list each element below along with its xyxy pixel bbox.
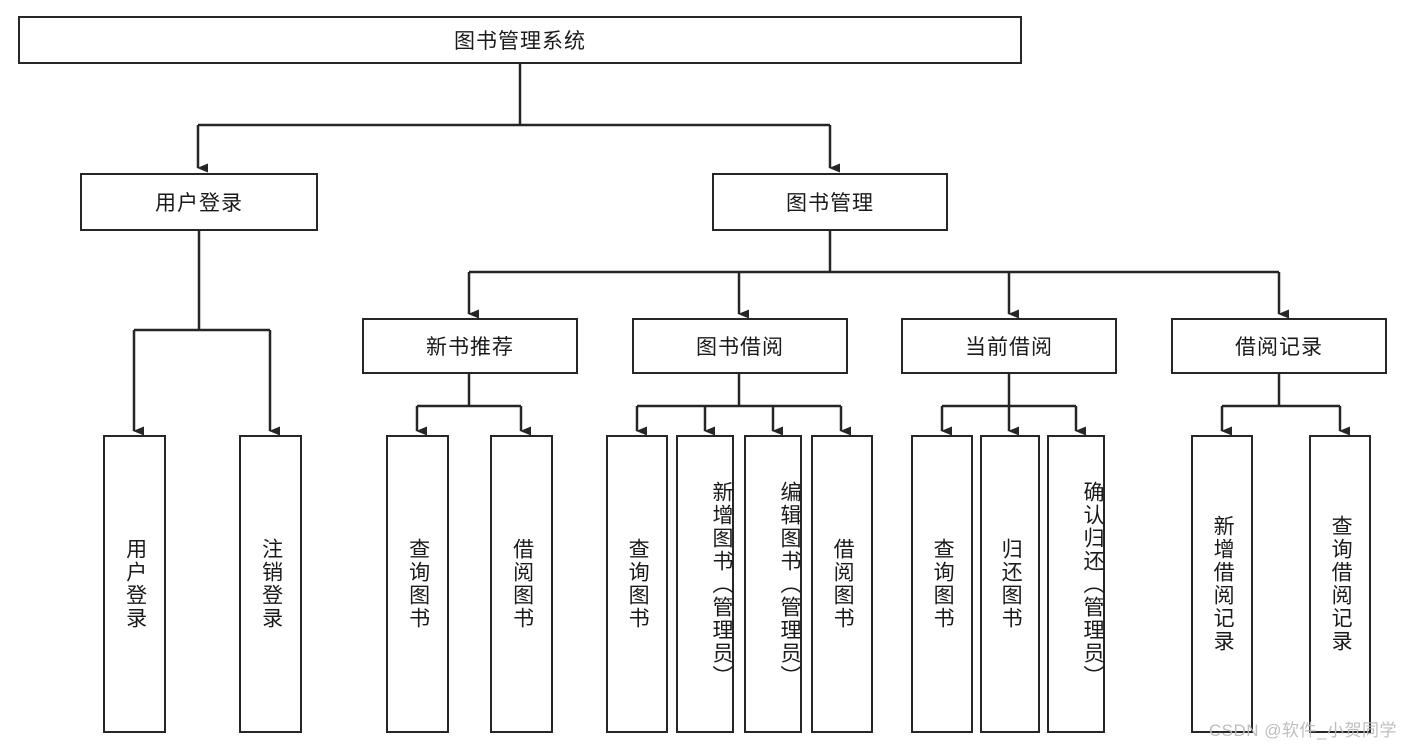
node-label: 当前借阅	[965, 336, 1053, 359]
leaf-borrow-book-recommend[interactable]: 借阅图书	[490, 435, 553, 733]
watermark: CSDN @软件_小贺同学	[1208, 721, 1397, 740]
leaf-query-book-current[interactable]: 查询图书	[911, 435, 973, 733]
node-label: 归还图书	[999, 538, 1023, 630]
node-label: 用户登录	[155, 192, 243, 215]
node-label: 新书推荐	[426, 336, 514, 359]
leaf-query-book-borrow[interactable]: 查询图书	[606, 435, 668, 733]
node-book-borrow[interactable]: 图书借阅	[632, 318, 848, 374]
leaf-borrow-book[interactable]: 借阅图书	[811, 435, 873, 733]
node-label: 新增借阅记录	[1211, 515, 1235, 653]
node-label: 查询图书	[931, 538, 955, 630]
node-label: 新增图书（管理员）	[710, 480, 733, 688]
leaf-return-book[interactable]: 归还图书	[980, 435, 1040, 733]
leaf-query-book-recommend[interactable]: 查询图书	[386, 435, 449, 733]
node-new-book-recommend[interactable]: 新书推荐	[362, 318, 578, 374]
leaf-edit-book-admin[interactable]: 编辑图书（管理员）	[744, 435, 802, 733]
node-user-login[interactable]: 用户登录	[80, 173, 318, 231]
leaf-confirm-return-admin[interactable]: 确认归还（管理员）	[1047, 435, 1105, 733]
node-label: 查询图书	[406, 538, 430, 630]
node-borrow-record[interactable]: 借阅记录	[1171, 318, 1387, 374]
leaf-user-login[interactable]: 用户登录	[103, 435, 166, 733]
node-book-management[interactable]: 图书管理	[712, 173, 948, 231]
node-label: 图书管理系统	[454, 30, 586, 53]
node-root-system[interactable]: 图书管理系统	[18, 16, 1022, 64]
leaf-add-book-admin[interactable]: 新增图书（管理员）	[676, 435, 734, 733]
node-label: 借阅图书	[831, 538, 855, 630]
leaf-add-borrow-record[interactable]: 新增借阅记录	[1191, 435, 1253, 733]
node-label: 借阅记录	[1235, 336, 1323, 359]
node-label: 查询借阅记录	[1329, 515, 1353, 653]
node-label: 借阅图书	[510, 538, 534, 630]
node-label: 编辑图书（管理员）	[778, 480, 801, 688]
node-label: 确认归还（管理员）	[1081, 480, 1104, 688]
leaf-logout[interactable]: 注销登录	[239, 435, 302, 733]
node-current-borrow[interactable]: 当前借阅	[901, 318, 1117, 374]
node-label: 注销登录	[259, 538, 283, 630]
leaf-query-borrow-record[interactable]: 查询借阅记录	[1309, 435, 1371, 733]
node-label: 图书管理	[786, 192, 874, 215]
node-label: 图书借阅	[696, 336, 784, 359]
node-label: 查询图书	[626, 538, 650, 630]
node-label: 用户登录	[123, 538, 147, 630]
